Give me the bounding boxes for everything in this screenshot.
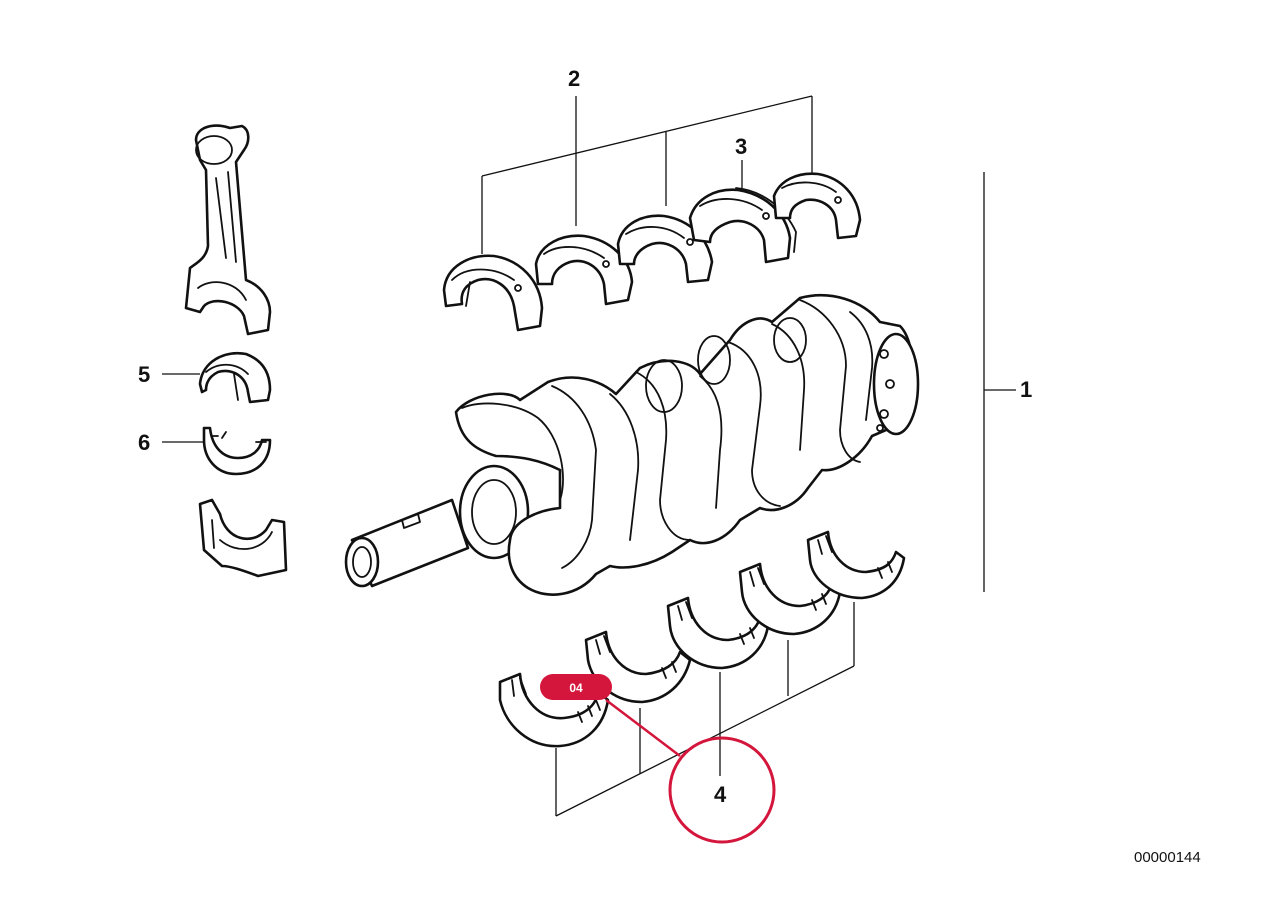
- callout-1: 1: [1020, 377, 1032, 402]
- callout-2: 2: [568, 66, 580, 91]
- catalog-number: 00000144: [1134, 849, 1201, 866]
- callout-5: 5: [138, 362, 150, 387]
- callout-3: 3: [735, 134, 747, 159]
- upper-main-bearing-3[interactable]: [616, 214, 714, 284]
- lower-main-bearing-shells[interactable]: [498, 530, 906, 748]
- highlight-circle[interactable]: [668, 736, 776, 844]
- part-badge-label: 04: [569, 681, 583, 695]
- thrust-bearing-shell[interactable]: [688, 187, 797, 264]
- upper-main-bearing-shells[interactable]: [442, 214, 714, 332]
- crankshaft[interactable]: [344, 294, 920, 596]
- conrod-bearing-upper[interactable]: [198, 351, 272, 404]
- callout-6: 6: [138, 430, 150, 455]
- connecting-rod[interactable]: [184, 124, 272, 336]
- callout-4: 4: [714, 782, 727, 807]
- upper-main-bearing-1[interactable]: [442, 254, 544, 332]
- upper-main-bearing-2[interactable]: [534, 234, 634, 306]
- lower-main-bearing-2[interactable]: [584, 630, 692, 704]
- upper-main-bearing-rear[interactable]: [772, 172, 862, 240]
- highlight-annotation[interactable]: 04: [540, 674, 776, 844]
- lower-main-bearing-5[interactable]: [806, 530, 906, 600]
- conrod-bearing-lower[interactable]: [202, 426, 272, 476]
- highlight-connector: [605, 699, 681, 757]
- conrod-cap[interactable]: [198, 498, 288, 578]
- part-badge[interactable]: [540, 674, 612, 700]
